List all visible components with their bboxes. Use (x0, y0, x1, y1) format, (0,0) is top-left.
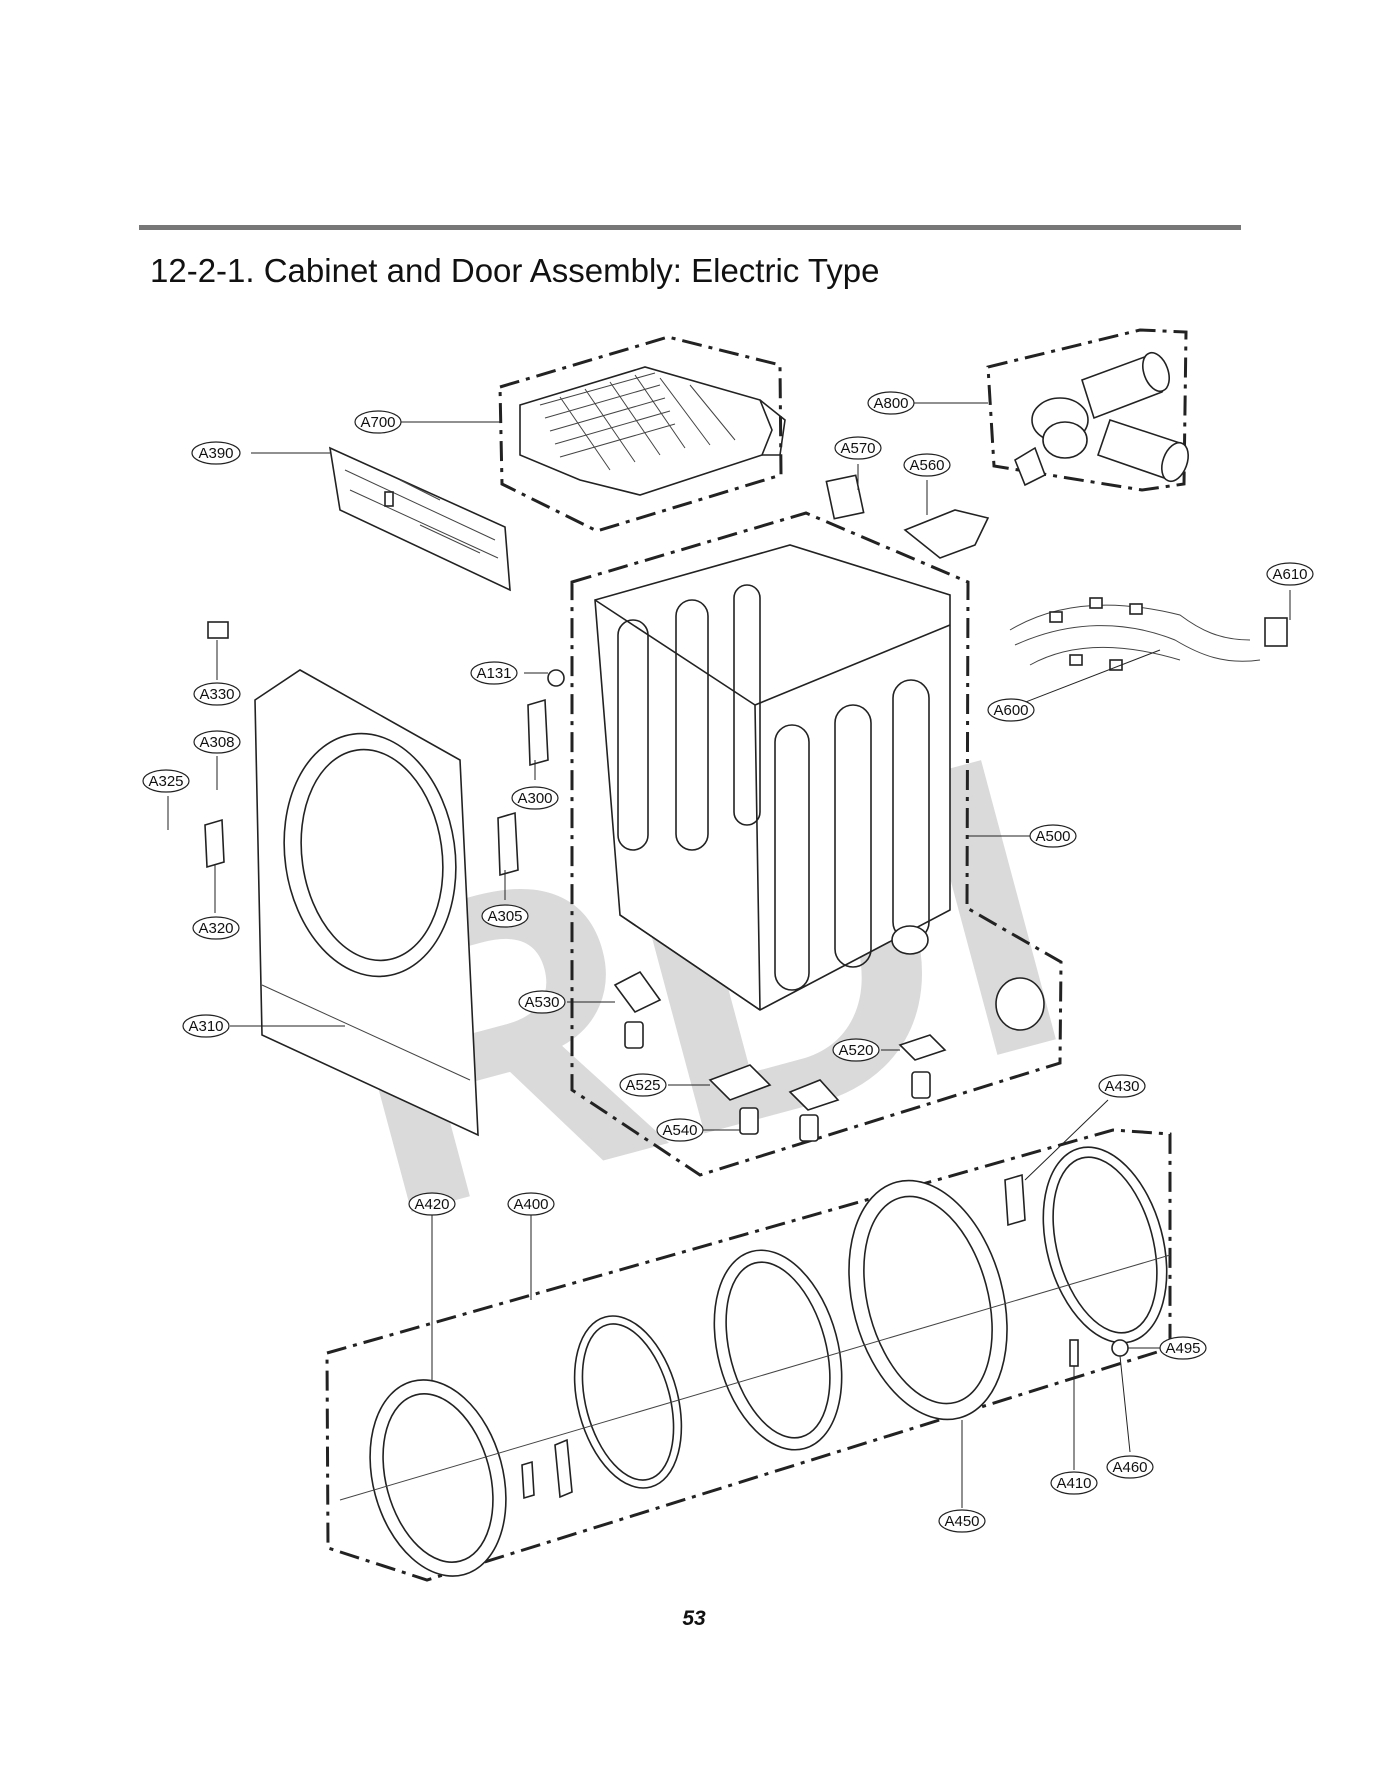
callout-a570: A570 (834, 436, 882, 460)
svg-text:A410: A410 (1056, 1475, 1091, 1492)
callout-a560: A560 (903, 453, 951, 477)
svg-text:A420: A420 (414, 1196, 449, 1213)
hinge-a300-part (527, 698, 549, 767)
callout-a320: A320 (192, 916, 240, 940)
leg-bracket-a520-part (898, 1034, 947, 1061)
svg-text:A305: A305 (487, 908, 522, 925)
callout-a131: A131 (470, 661, 518, 685)
callout-a495: A495 (1159, 1336, 1207, 1360)
svg-text:A530: A530 (524, 994, 559, 1011)
svg-text:A500: A500 (1035, 828, 1070, 845)
callout-a610: A610 (1266, 562, 1314, 586)
page-title: 12-2-1. Cabinet and Door Assembly: Elect… (150, 252, 880, 289)
svg-text:A570: A570 (840, 440, 875, 457)
callout-a330: A330 (193, 682, 241, 706)
group-boundary-a700 (498, 335, 783, 533)
callout-a520: A520 (832, 1038, 880, 1062)
callout-a530: A530 (518, 990, 566, 1014)
svg-text:A495: A495 (1165, 1340, 1200, 1357)
svg-text:A450: A450 (944, 1513, 979, 1530)
exhaust-duct-part (1014, 351, 1189, 487)
callout-a400: A400 (507, 1192, 555, 1216)
svg-text:A460: A460 (1112, 1459, 1147, 1476)
cabinet-part (594, 544, 1045, 1031)
svg-text:A540: A540 (662, 1122, 697, 1139)
callout-a305: A305 (481, 904, 529, 928)
callout-a410: A410 (1050, 1471, 1098, 1495)
top-rack-part (519, 366, 786, 496)
svg-text:A131: A131 (476, 665, 511, 682)
group-boundary-a800 (986, 328, 1188, 492)
callout-a390: A390 (191, 441, 241, 465)
callout-a300: A300 (511, 786, 559, 810)
callout-a700: A700 (354, 410, 402, 434)
callout-a325: A325 (142, 769, 190, 793)
leg-a540b-part (799, 1114, 819, 1142)
svg-text:A300: A300 (517, 790, 552, 807)
leg-a530-part (624, 1021, 644, 1049)
bracket-a320-part (204, 818, 225, 869)
vent-plate-part (825, 474, 865, 520)
leg-bracket-a525-part (708, 1064, 772, 1101)
svg-text:A700: A700 (360, 414, 395, 431)
group-boundary-cabinet (570, 511, 1063, 1177)
svg-text:A320: A320 (198, 920, 233, 937)
svg-text:A390: A390 (198, 445, 233, 462)
front-panel-part (254, 669, 479, 1137)
callout-a600: A600 (987, 698, 1035, 722)
svg-text:A430: A430 (1104, 1078, 1139, 1095)
svg-text:A560: A560 (909, 457, 944, 474)
callout-a800: A800 (867, 391, 915, 415)
svg-text:A400: A400 (513, 1196, 548, 1213)
callout-a308: A308 (193, 730, 241, 754)
leg-a520-part (911, 1071, 931, 1099)
duct-connector-part (903, 509, 990, 559)
svg-text:A800: A800 (873, 395, 908, 412)
svg-text:A600: A600 (993, 702, 1028, 719)
callout-a310: A310 (182, 1014, 230, 1038)
callout-a500: A500 (1029, 824, 1077, 848)
leader-lines (167, 402, 1291, 1508)
page-number: 53 (682, 1607, 706, 1630)
header-rule (139, 225, 1241, 230)
door-assembly-parts (339, 1146, 1171, 1577)
group-boundary-door (325, 1128, 1172, 1582)
callout-a450: A450 (938, 1509, 986, 1533)
hinge-a305-part (497, 811, 519, 877)
callout-a525: A525 (619, 1073, 667, 1097)
svg-text:A310: A310 (188, 1018, 223, 1035)
svg-text:A325: A325 (148, 773, 183, 790)
svg-text:A330: A330 (199, 686, 234, 703)
leg-a540-part (739, 1107, 759, 1135)
svg-text:A308: A308 (199, 734, 234, 751)
callout-a460: A460 (1106, 1455, 1154, 1479)
leg-bracket-a525b-part (788, 1079, 840, 1111)
svg-text:A525: A525 (625, 1077, 660, 1094)
control-bracket-part (328, 446, 511, 592)
switch-a330-part (207, 621, 229, 639)
wire-harness-part (1009, 597, 1288, 671)
callout-a430: A430 (1098, 1074, 1146, 1098)
leg-bracket-a530-part (613, 970, 662, 1014)
screw-a131-part (547, 669, 565, 687)
callout-a420: A420 (408, 1192, 456, 1216)
svg-text:A520: A520 (838, 1042, 873, 1059)
svg-text:A610: A610 (1272, 566, 1307, 583)
callout-a540: A540 (656, 1118, 704, 1142)
